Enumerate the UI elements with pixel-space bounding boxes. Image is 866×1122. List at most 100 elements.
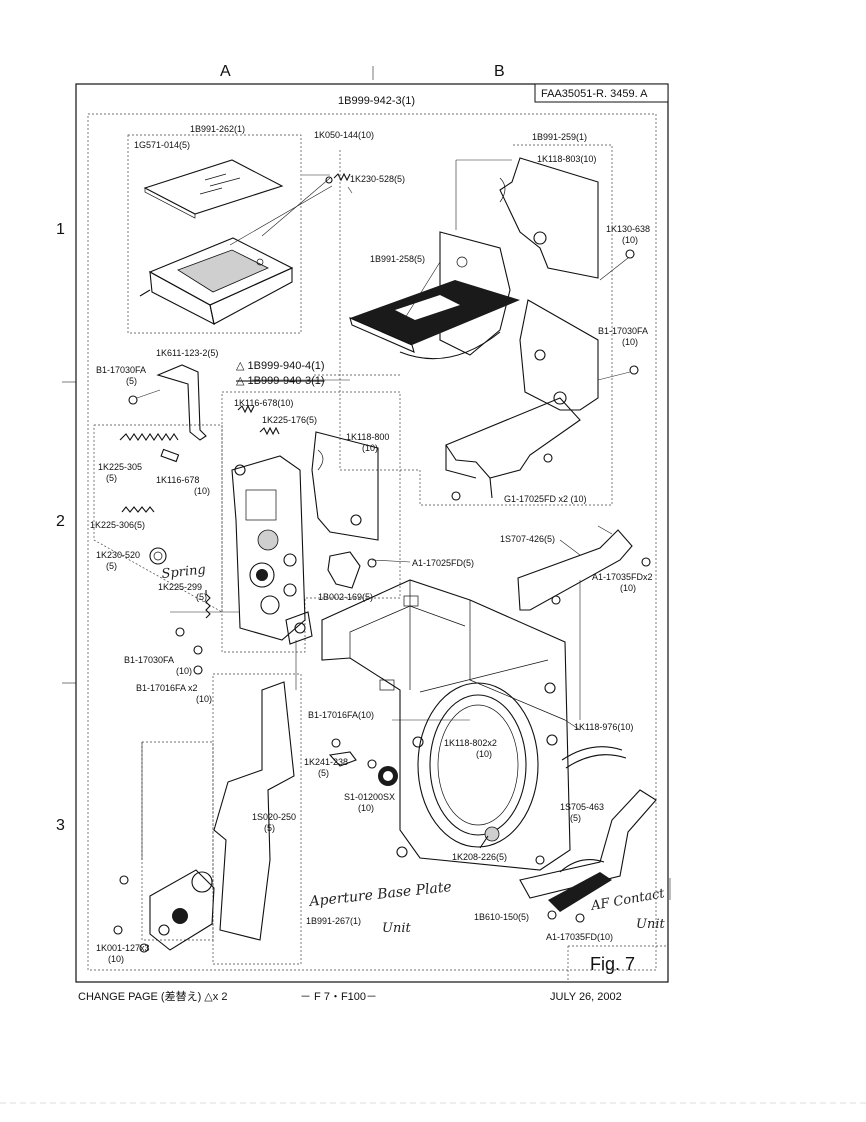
part-label: 1S707-426(5) <box>500 534 555 544</box>
assembly-variant-label: △ 1B999-940-4(1) <box>236 360 325 372</box>
row-2-label: 2 <box>56 513 65 530</box>
part-label: 1G571-014(5) <box>134 140 190 150</box>
part-label: 1K611-123-2(5) <box>156 348 218 358</box>
part-label: (10) <box>196 694 212 704</box>
part-label: 1K225-176(5) <box>262 415 317 425</box>
mirror-box-drawing <box>321 579 571 871</box>
part-label: B1-17016FA(10) <box>308 710 374 720</box>
part-label: (5) <box>126 376 137 386</box>
plate-1k118-800-drawing <box>311 431 379 541</box>
part-label: B1-17030FA <box>96 365 146 375</box>
part-label: A1-17025FD(5) <box>412 558 474 568</box>
part-label: (5) <box>264 823 275 833</box>
handwritten-aperture-unit: Unit <box>382 921 411 936</box>
springs-left-drawing <box>119 404 280 619</box>
part-label: G1-17025FD x2 (10) <box>504 494 587 504</box>
column-b-label: B <box>494 63 505 80</box>
small-bracket-1b002-drawing <box>327 551 377 589</box>
handwritten-af-contact: AF Contact <box>589 886 666 914</box>
part-label: B1-17030FA <box>598 326 648 336</box>
part-label: (10) <box>176 666 192 676</box>
part-label: 1K118-800 <box>346 432 389 442</box>
flex-strips-drawing <box>519 746 657 899</box>
subassembly-boundary-1b991-262 <box>127 134 302 334</box>
part-label: 1K241-238 <box>304 757 348 767</box>
part-labels: 1B991-262(1) 1G571-014(5) 1K050-144(10) … <box>90 124 653 964</box>
outer-frame <box>75 83 669 983</box>
part-label: 1K118-802x2 <box>444 738 497 748</box>
row-1-label: 1 <box>56 221 65 238</box>
part-label: 1B991-267(1) <box>306 916 361 926</box>
part-label: S1-01200SX <box>344 792 395 802</box>
focusing-screen-drawing <box>143 159 284 219</box>
gears-drawing <box>328 738 500 849</box>
motor-unit-drawing <box>113 869 215 953</box>
subassembly-boundary-1b999-940 <box>221 391 401 653</box>
part-label: 1K230-528(5) <box>350 174 405 184</box>
af-contact-unit-drawing <box>547 859 612 923</box>
part-label: 1K118-976(10) <box>574 722 633 732</box>
doc-code-box <box>534 83 669 103</box>
screen-frame-drawing <box>139 185 333 326</box>
handwritten-af-unit: Unit <box>636 917 665 932</box>
part-label: 1B002-169(5) <box>318 592 373 602</box>
part-label: B1-17016FA x2 <box>136 683 198 693</box>
part-label: (5) <box>106 561 117 571</box>
figure-label: Fig. 7 <box>590 954 635 974</box>
plate-1k118-803-drawing <box>499 157 599 279</box>
handwritten-aperture-base-plate: Aperture Base Plate <box>307 879 453 910</box>
part-label: 1B991-258(5) <box>370 254 425 264</box>
part-label: (10) <box>358 803 374 813</box>
bracket-right-drawing <box>445 249 639 501</box>
strip-1s707-drawing <box>517 525 651 611</box>
bracket-1k611-drawing <box>128 364 207 441</box>
part-label: (5) <box>318 768 329 778</box>
part-label: 1K118-803(10) <box>537 154 596 164</box>
part-label: 1B991-259(1) <box>532 132 587 142</box>
assembly-variant-label-superseded: △ 1B999-940-3(1) <box>236 375 325 387</box>
part-label: (10) <box>622 337 638 347</box>
subassembly-boundary-1k001 <box>141 741 214 941</box>
part-label: (10) <box>476 749 492 759</box>
part-label: 1B610-150(5) <box>474 912 529 922</box>
mirror-plate-1b991-258-drawing <box>349 231 520 360</box>
footer-change-page: CHANGE PAGE (差替え) △x 2 <box>78 989 227 1003</box>
part-label: B1-17030FA <box>124 655 174 665</box>
part-label: 1K130-638 <box>606 224 650 234</box>
part-label: 1K225-305 <box>98 462 142 472</box>
part-label: (10) <box>362 443 378 453</box>
mechanism-block-drawing <box>175 455 313 675</box>
part-label: (5) <box>196 592 207 602</box>
plate-1s020-drawing <box>213 681 295 941</box>
part-label: 1K116-678(10) <box>234 398 293 408</box>
main-assembly-boundary <box>87 113 657 971</box>
row-3-label: 3 <box>56 817 65 834</box>
part-label: 1K225-306(5) <box>90 520 145 530</box>
part-label: (10) <box>194 486 210 496</box>
subassembly-boundary-springs <box>93 424 223 613</box>
part-label: 1K001-127x3 <box>96 943 150 953</box>
part-label: 1K208-226(5) <box>452 852 507 862</box>
part-label: A1-17035FD(10) <box>546 932 613 942</box>
part-label: A1-17035FDx2 <box>592 572 653 582</box>
part-label: (10) <box>620 583 636 593</box>
part-label: 1K116-678 <box>156 475 199 485</box>
handwritten-spring: Spring <box>161 562 207 582</box>
part-label: 1K050-144(10) <box>314 130 374 140</box>
part-label: 1K230-520 <box>96 550 140 560</box>
column-a-label: A <box>220 63 231 80</box>
assembly-number: 1B999-942-3(1) <box>338 95 415 107</box>
footer-page-number: － F 7・F100－ <box>300 991 377 1003</box>
part-label: (10) <box>622 235 638 245</box>
footer-date: JULY 26, 2002 <box>550 991 622 1003</box>
part-label: (5) <box>570 813 581 823</box>
part-label: 1B991-262(1) <box>190 124 245 134</box>
doc-code: FAA35051-R. 3459. A <box>541 88 648 100</box>
spring-1k230-528-drawing <box>325 172 353 194</box>
leader-lines <box>141 159 581 860</box>
part-label: 1S705-463 <box>560 802 604 812</box>
part-label: (10) <box>108 954 124 964</box>
part-label: (5) <box>106 473 117 483</box>
subassembly-boundary-1s020 <box>212 673 302 965</box>
